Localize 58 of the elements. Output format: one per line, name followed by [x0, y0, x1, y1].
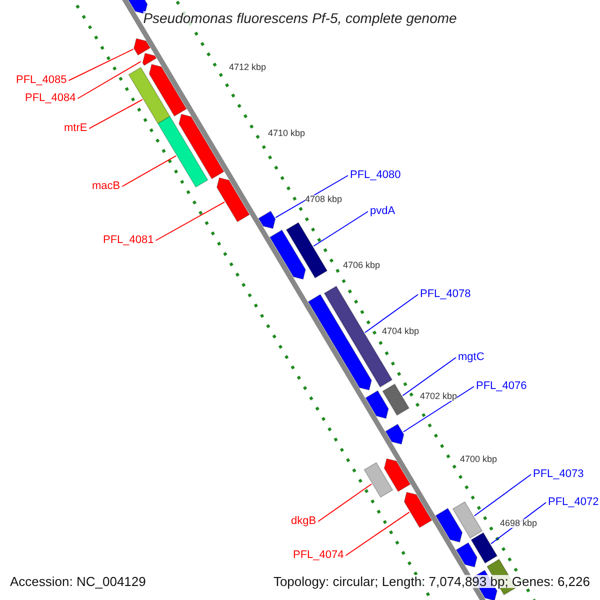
gene-block [470, 532, 498, 564]
gene-feature [365, 390, 389, 419]
gene-block [364, 462, 394, 498]
gene-feature [435, 508, 463, 543]
gene-label: PFL_4074 [293, 550, 344, 561]
gene-label: PFL_4084 [25, 93, 76, 104]
gene-feature [216, 177, 250, 222]
leader-line [155, 202, 225, 241]
gene-block [452, 501, 483, 539]
title: Pseudomonas fluorescens Pf-5, complete genome [143, 11, 457, 25]
gene-feature [178, 114, 224, 180]
gene-label: dkgB [291, 516, 316, 527]
scale-label: 4698 kbp [500, 519, 538, 528]
leader-line [474, 474, 532, 516]
gene-feature [404, 492, 432, 528]
gene-feature [456, 542, 478, 568]
gene-block [128, 66, 170, 124]
gene-feature [258, 210, 276, 229]
gene-block [382, 384, 410, 416]
scale-label: 4712 kbp [229, 63, 266, 72]
gene-label: mtrE [64, 123, 88, 134]
gene-label: PFL_4073 [533, 469, 584, 480]
gene-label: pvdA [370, 206, 396, 217]
leader-line [345, 512, 410, 556]
scale-label: 4702 kbp [420, 392, 458, 401]
scale-label: 4700 kbp [460, 455, 498, 464]
gene-label: mgtC [458, 352, 484, 363]
scale-label: 4708 kbp [305, 195, 342, 204]
gene-feature [269, 230, 306, 280]
gene-label: PFL_4076 [476, 381, 527, 392]
leader-line [122, 155, 176, 187]
gene-feature [385, 424, 404, 445]
scale-label: 4704 kbp [382, 327, 420, 336]
gene-feature [384, 458, 411, 492]
footer-text: Topology: circular; Length: 7,074,893 bp; Genes: 6,226 [273, 575, 590, 588]
leader-line [275, 175, 348, 218]
gene-label: PFL_4072 [548, 497, 599, 508]
gene-label: PFL_4080 [350, 170, 401, 181]
gene-label: macB [92, 181, 120, 192]
gene-label: PFL_4085 [16, 75, 67, 86]
leader-line [402, 386, 474, 432]
leader-line [313, 211, 368, 247]
leader-line [364, 294, 418, 333]
gene-block [286, 222, 328, 278]
leader-line [88, 99, 143, 129]
gene-feature [133, 38, 151, 56]
leader-line [318, 484, 372, 522]
scale-label: 4706 kbp [343, 261, 380, 270]
gene-feature [308, 294, 372, 390]
gene-feature [148, 64, 187, 117]
leader-line [68, 48, 134, 81]
gene-block [157, 116, 208, 188]
scale-label: 4710 kbp [268, 129, 306, 138]
gene-label: PFL_4078 [420, 289, 471, 300]
footer-text: Accession: NC_004129 [10, 575, 146, 588]
leader-line [402, 357, 456, 396]
leader-line [77, 61, 142, 99]
gene-label: PFL_4081 [103, 235, 154, 246]
